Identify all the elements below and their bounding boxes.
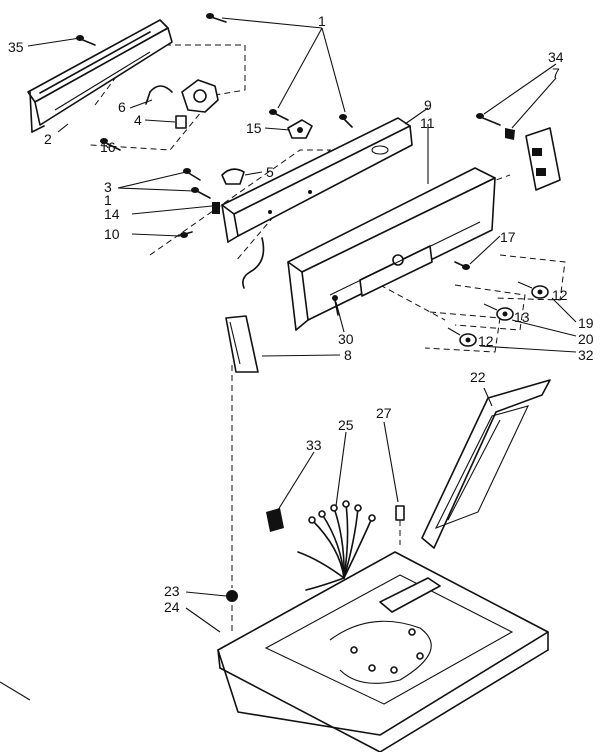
callout-14: 14 — [104, 206, 120, 222]
part-25-wire-harness — [297, 500, 376, 591]
callout-3: 3 — [104, 179, 112, 195]
callout-13: 13 — [514, 309, 530, 325]
callout-11: 11 — [420, 115, 435, 131]
callout-34: 34 — [548, 49, 564, 65]
part-30-clip — [332, 295, 339, 316]
part-27-screw — [395, 505, 405, 521]
knobs — [447, 281, 549, 347]
callout-2: 2 — [44, 131, 52, 147]
part-2-rear-panel — [27, 19, 173, 133]
part-6-timer — [145, 79, 219, 113]
callout-1-mid: 1 — [104, 192, 112, 208]
callout-12-lower: 12 — [478, 333, 494, 349]
callout-19: 19 — [578, 315, 594, 331]
screw-34 — [476, 113, 501, 126]
edge-mark — [0, 681, 31, 701]
callout-24: 24 — [164, 599, 180, 615]
screw-3 — [183, 168, 201, 181]
part-15-switch — [287, 119, 313, 139]
callout-33: 33 — [306, 437, 322, 453]
screw-1-upper — [269, 109, 289, 121]
screw-10 — [177, 231, 193, 238]
screw-1-right — [339, 114, 353, 128]
callout-25: 25 — [338, 417, 354, 433]
callout-16: 16 — [100, 139, 116, 155]
callout-27: 27 — [376, 405, 392, 421]
callout-7: 7 — [552, 65, 560, 81]
screw-1-mid — [191, 187, 211, 199]
screw-16 — [100, 138, 121, 151]
callout-15: 15 — [246, 120, 262, 136]
callout-5: 5 — [266, 164, 274, 180]
screw-35 — [76, 35, 96, 46]
part-23-grommet — [226, 590, 238, 602]
callout-20: 20 — [578, 331, 594, 347]
callout-23: 23 — [164, 583, 180, 599]
callout-32: 32 — [578, 347, 594, 363]
part-14-grommet — [212, 202, 220, 214]
callout-8: 8 — [344, 347, 352, 363]
callout-12-upper: 12 — [552, 287, 568, 303]
callout-6: 6 — [118, 99, 126, 115]
part-5-switch — [221, 168, 245, 185]
screw-17 — [454, 261, 470, 270]
callout-labels: 35 1 34 7 9 11 15 6 4 2 16 3 5 1 14 10 1… — [8, 13, 594, 615]
callout-22: 22 — [470, 369, 486, 385]
knob-12-lower — [447, 327, 477, 347]
leader-lines — [27, 17, 577, 633]
part-22-lid — [421, 379, 551, 549]
part-8-end-cap — [225, 315, 259, 373]
screw-1-top — [206, 13, 227, 23]
callout-10: 10 — [104, 226, 120, 242]
callout-4: 4 — [134, 112, 142, 128]
callout-9: 9 — [424, 97, 432, 113]
part-7-end-bracket — [505, 127, 561, 191]
screws — [76, 13, 501, 270]
callout-17: 17 — [500, 229, 516, 245]
knob-12-upper — [517, 281, 549, 299]
part-24-top-panel — [217, 551, 549, 752]
part-9-bracket — [221, 117, 413, 289]
part-4-clip — [175, 115, 187, 129]
part-11-console — [287, 167, 496, 331]
dashed-assembly-outlines — [89, 44, 566, 635]
callout-35: 35 — [8, 39, 24, 55]
callout-30: 30 — [338, 331, 354, 347]
knob-13 — [483, 303, 514, 321]
callout-1-top: 1 — [318, 13, 326, 29]
part-33-latch — [266, 508, 284, 532]
